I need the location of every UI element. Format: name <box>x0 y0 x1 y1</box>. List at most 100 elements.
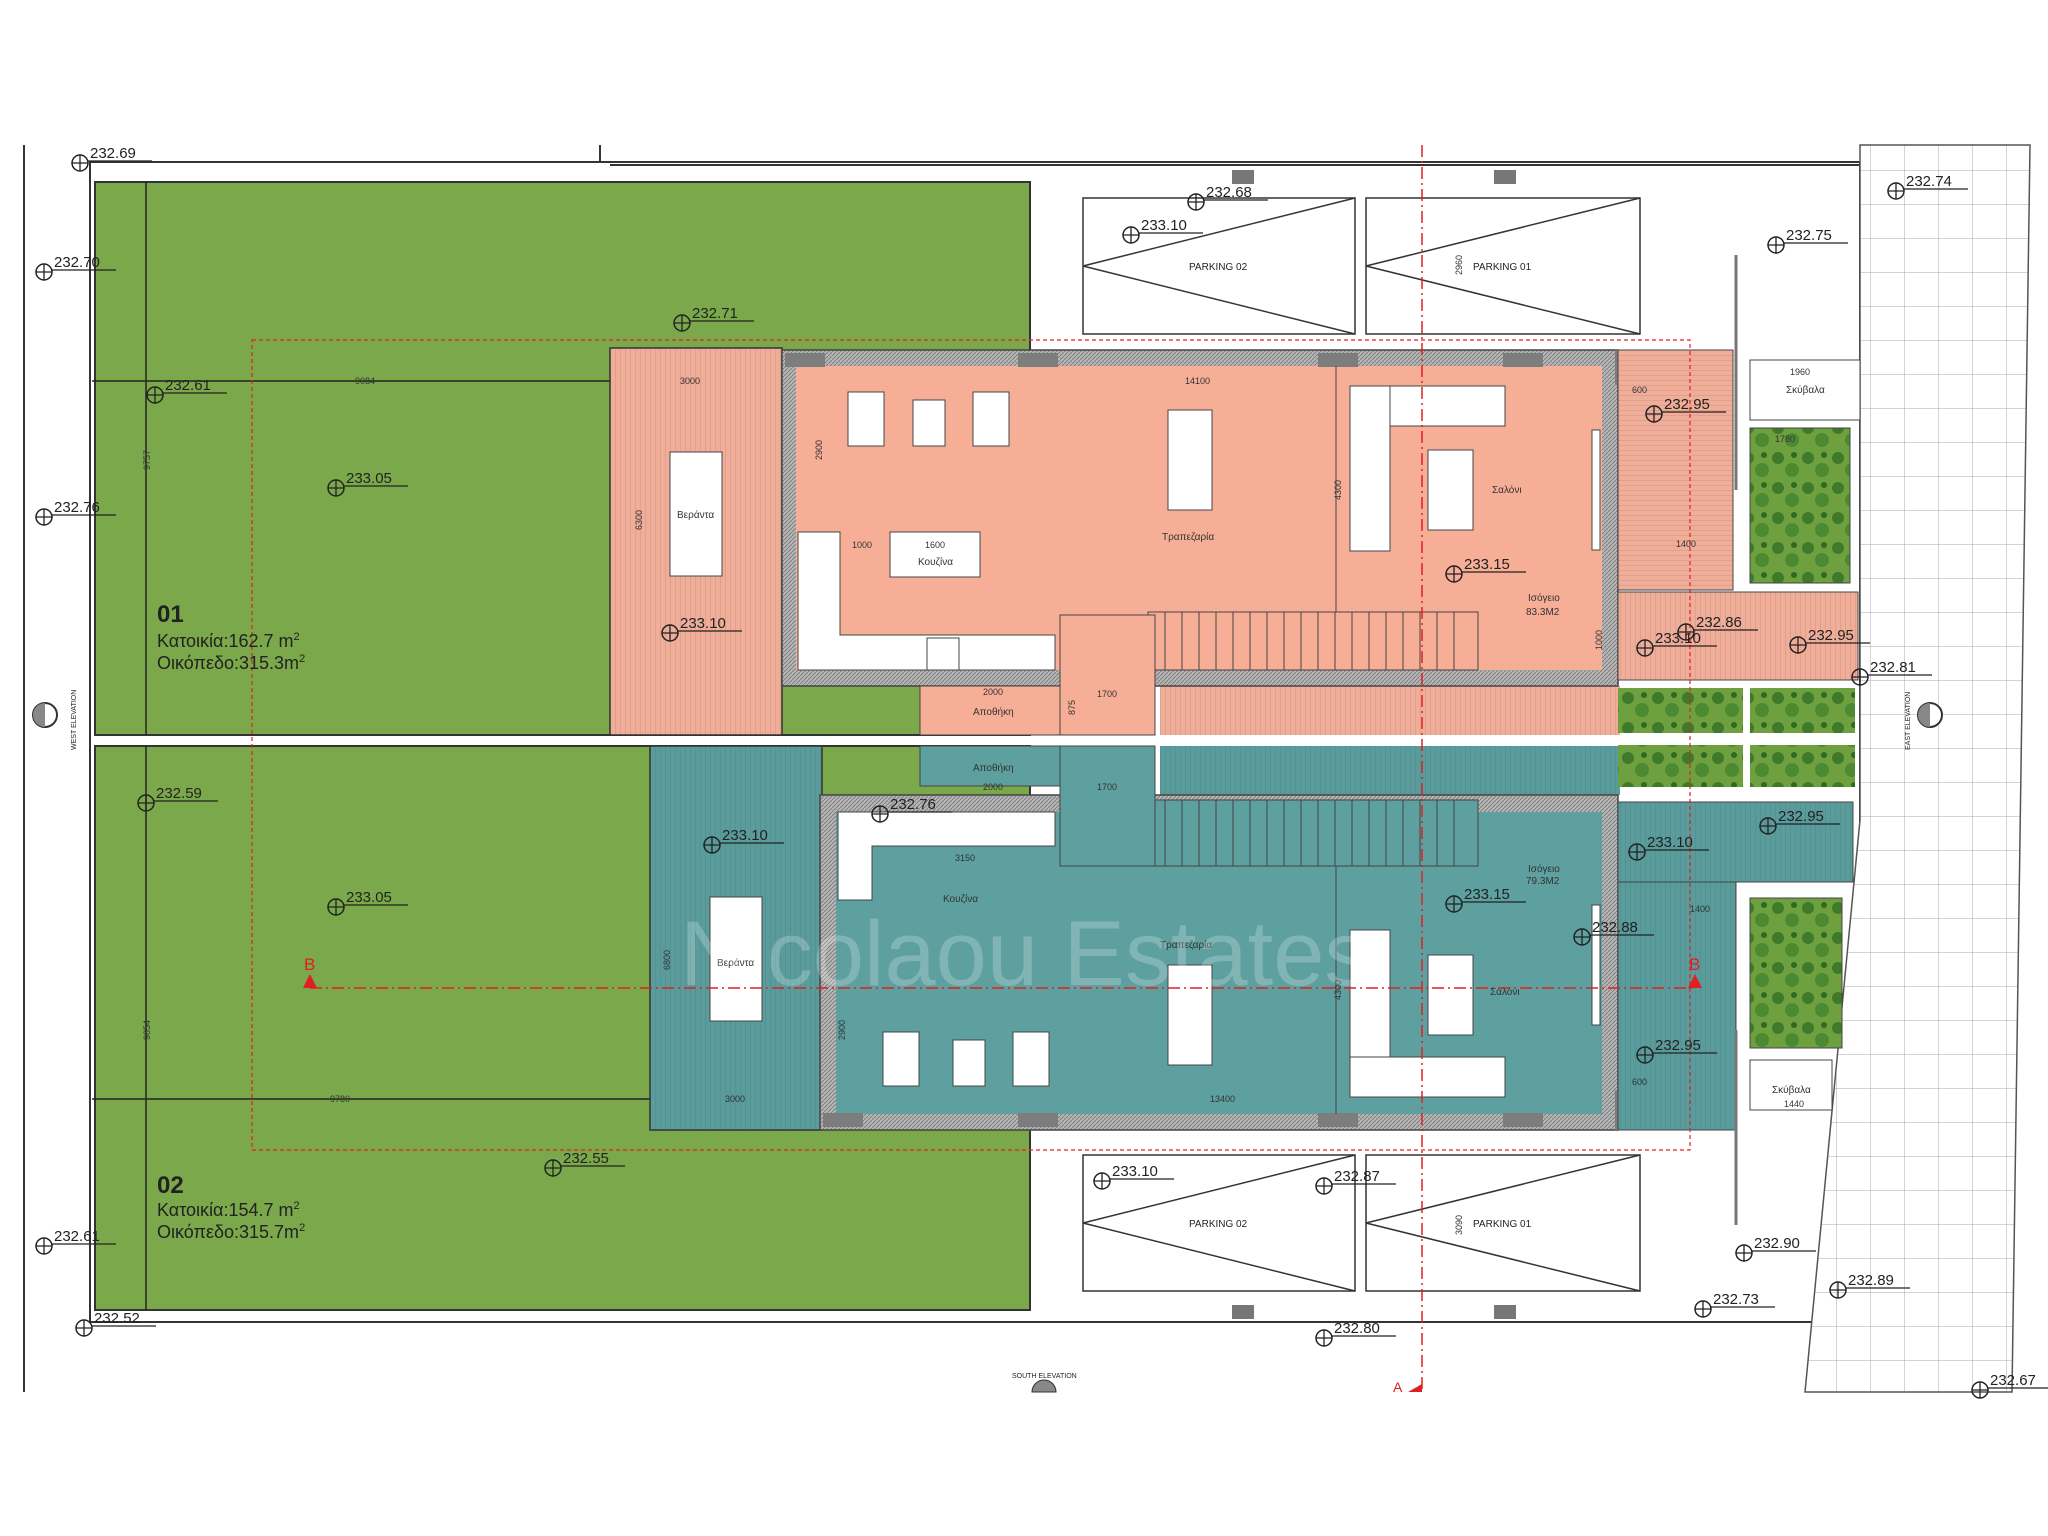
benchmark-cross <box>1637 1047 1653 1063</box>
spot-elevation-marker: 233.15 <box>1445 556 1526 583</box>
spot-elevation-marker: 232.95 <box>1645 396 1726 423</box>
room-label-living-02: Σαλόνι <box>1490 986 1520 998</box>
spot-elevation-marker: 232.73 <box>1694 1291 1775 1318</box>
elevation-value: 232.52 <box>94 1310 140 1327</box>
gate-post <box>1494 1305 1516 1319</box>
planter <box>1750 688 1855 733</box>
parking-label: PARKING 01 <box>1473 1219 1532 1230</box>
dimension-u1-side-a: 600 <box>1632 385 1647 395</box>
dimension-u2-hall-w: 1700 <box>1097 782 1117 792</box>
benchmark-cross <box>872 806 888 822</box>
dimension-u1-garden-h: 9757 <box>142 450 152 470</box>
elevation-value: 232.74 <box>1906 173 1952 190</box>
benchmark-cross <box>1094 1173 1110 1189</box>
dimension-u2-living-w: 13400 <box>1210 1094 1235 1104</box>
storage-unit-01 <box>919 685 1061 736</box>
planter <box>1618 688 1743 733</box>
column <box>1018 1113 1058 1127</box>
elevation-value: 232.55 <box>563 1150 609 1167</box>
spot-elevation-marker: 232.69 <box>71 145 152 172</box>
dimension-u1-kitchen-a: 1000 <box>852 540 872 550</box>
benchmark-cross <box>328 899 344 915</box>
section-label-b-east: B <box>1689 955 1700 974</box>
elevation-value: 233.10 <box>722 827 768 844</box>
dimension-u2-side-a: 600 <box>1632 1077 1647 1087</box>
benchmark-cross <box>662 625 678 641</box>
room-area-02: 79.3M2 <box>1526 876 1560 887</box>
elevation-value: 232.75 <box>1786 227 1832 244</box>
benchmark-cross <box>1768 237 1784 253</box>
spot-elevation-marker: 232.59 <box>137 785 218 812</box>
room-label-kitchen-01: Κουζίνα <box>918 556 953 568</box>
entrance-path-unit-01 <box>1617 591 1859 681</box>
dimension-u1-kitchen-b: 1600 <box>925 540 945 550</box>
elevation-value: 232.71 <box>692 305 738 322</box>
parking-label: PARKING 02 <box>1189 262 1248 273</box>
refuse-store-unit-01 <box>1749 359 1861 421</box>
benchmark-cross <box>1736 1245 1752 1261</box>
spot-elevation-marker: 232.61 <box>35 1228 116 1255</box>
elevation-value: 232.89 <box>1848 1272 1894 1289</box>
spot-elevation-marker: 232.86 <box>1677 614 1758 641</box>
benchmark-cross <box>72 155 88 171</box>
dimension-u1-hall-w: 1700 <box>1097 689 1117 699</box>
unit-01-plot-area: Οικόπεδο:315.3m2 <box>157 653 305 673</box>
parking-label: PARKING 02 <box>1189 1219 1248 1230</box>
parking-bay <box>1082 1154 1356 1292</box>
elevation-value: 233.05 <box>346 470 392 487</box>
spot-elevation-marker: 232.68 <box>1187 184 1268 211</box>
spot-elevation-marker: 232.67 <box>1971 1372 2048 1399</box>
parking-arrow <box>1082 197 1356 335</box>
benchmark-cross <box>1316 1178 1332 1194</box>
elevation-value: 232.88 <box>1592 919 1638 936</box>
elevation-value: 232.73 <box>1713 1291 1759 1308</box>
dimension-u2-side-b: 1400 <box>1690 904 1710 914</box>
stairs-unit-01 <box>1147 611 1479 671</box>
parking-arrow <box>1082 1154 1356 1292</box>
benchmark-cross <box>1790 637 1806 653</box>
west-elevation-marker-fill <box>33 703 45 727</box>
dimension-u1-side-b: 1400 <box>1676 539 1696 549</box>
benchmark-cross <box>1574 929 1590 945</box>
parking-bay <box>1365 197 1641 335</box>
benchmark-cross <box>1123 227 1139 243</box>
refuse-store-unit-02 <box>1749 1059 1833 1111</box>
benchmark-cross <box>1646 406 1662 422</box>
elevation-value: 232.69 <box>90 145 136 162</box>
dimension-u1-veranda-w: 3000 <box>680 376 700 386</box>
elevation-value: 233.05 <box>346 889 392 906</box>
room-label-veranda-02: Βεράντα <box>717 957 754 969</box>
benchmark-cross <box>1830 1282 1846 1298</box>
dimension-u2-living-h: 4300 <box>1333 980 1343 1000</box>
spot-elevation-marker: 232.95 <box>1636 1037 1717 1064</box>
elevation-value: 232.95 <box>1664 396 1710 413</box>
east-path-unit-01 <box>1617 349 1734 591</box>
spot-elevation-marker: 233.15 <box>1445 886 1526 913</box>
benchmark-cross <box>1852 669 1868 685</box>
watermark: Nicolaou Estates <box>680 903 1370 1005</box>
spot-elevation-marker: 233.05 <box>327 470 408 497</box>
column <box>1318 1113 1358 1127</box>
column <box>785 353 825 367</box>
building-limit-line <box>251 339 1691 1151</box>
room-label-living-01: Σαλόνι <box>1492 484 1522 496</box>
parking-arrow <box>1365 1154 1641 1292</box>
room-label-storage-02: Αποθήκη <box>973 762 1014 774</box>
dimension-u1-living-h: 4300 <box>1333 480 1343 500</box>
east-elevation-label: EAST ELEVATION <box>1905 692 1912 750</box>
parking-arrow <box>1365 197 1641 335</box>
elevation-value: 232.76 <box>890 796 936 813</box>
room-label-refuse-01: Σκύβαλα <box>1786 384 1825 396</box>
spot-elevation-marker: 232.95 <box>1789 627 1870 654</box>
side-path-unit-01 <box>1160 686 1620 735</box>
unit-02-plot-area: Οικόπεδο:315.7m2 <box>157 1222 305 1242</box>
unit-number-02: 02 <box>157 1172 184 1199</box>
benchmark-cross <box>1695 1301 1711 1317</box>
furniture-unit-02 <box>709 896 1601 1098</box>
benchmark-cross <box>1446 896 1462 912</box>
dimension-u1-refuse-w: 1960 <box>1790 367 1810 377</box>
stair-treads <box>1164 800 1455 866</box>
dimension-u2-veranda-w: 3000 <box>725 1094 745 1104</box>
